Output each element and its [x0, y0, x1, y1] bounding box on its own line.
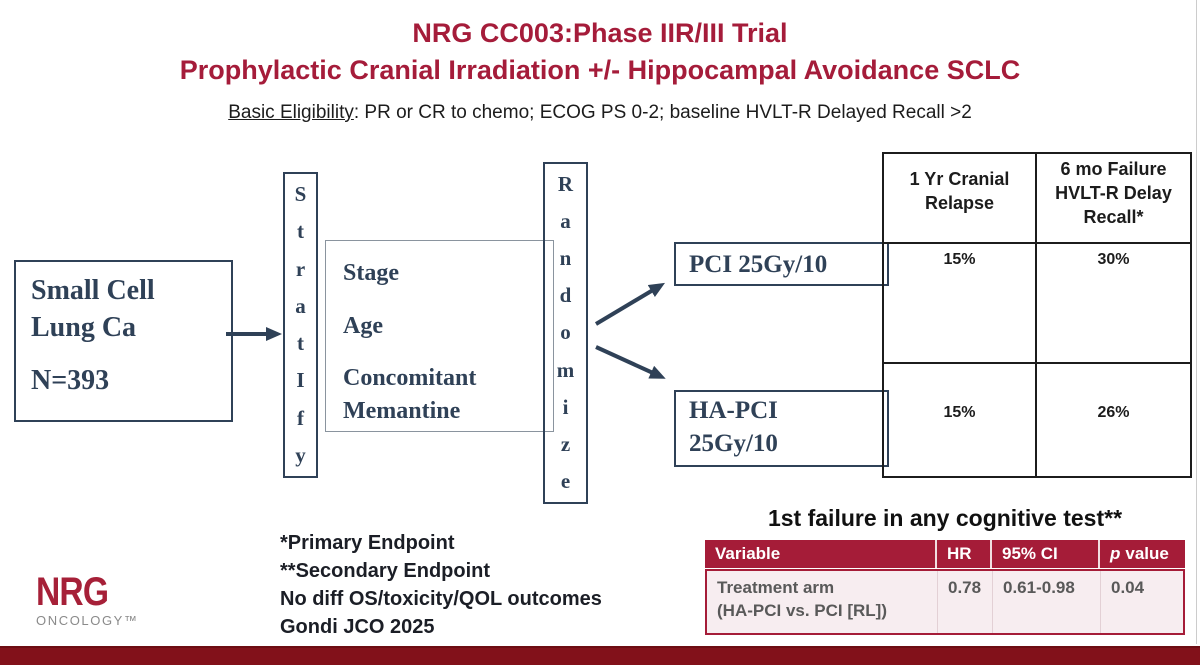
eligibility-label: Basic Eligibility: [228, 102, 354, 123]
nrg-oncology-logo: NRG ONCOLOGY™: [36, 572, 139, 628]
patient-line1: Small Cell: [31, 275, 155, 306]
arm-hapci-box: HA-PCI 25Gy/10: [674, 390, 889, 467]
arm-pci-label: PCI 25Gy/10: [689, 250, 828, 278]
bottom-bar: [0, 646, 1200, 665]
cognitive-table-row: Treatment arm (HA-PCI vs. PCI [RL]) 0.78…: [705, 569, 1185, 635]
outcome-table-row-divider: [884, 362, 1190, 364]
footnote-primary: *Primary Endpoint: [280, 532, 455, 554]
stratify-letter: S: [294, 182, 307, 207]
cognitive-row-pvalue: 0.04: [1100, 571, 1183, 633]
stratify-letter: I: [296, 368, 305, 393]
cognitive-variable-line1: Treatment arm: [717, 578, 835, 597]
arm-pci-box: PCI 25Gy/10: [674, 242, 889, 286]
stratify-letter: f: [297, 405, 304, 430]
outcome-table: 1 Yr Cranial Relapse 6 mo Failure HVLT-R…: [882, 152, 1192, 478]
stratify-letter: t: [297, 331, 304, 356]
randomize-letter: o: [560, 320, 571, 345]
outcome-col-header-hvlt: 6 mo Failure HVLT-R Delay Recall*: [1055, 159, 1172, 227]
patient-line2: Lung Ca: [31, 312, 137, 343]
randomize-letter: i: [562, 394, 569, 419]
randomize-letter: R: [557, 172, 574, 197]
randomize-bar: R a n d o m i z e: [543, 162, 588, 504]
cognitive-row-variable: Treatment arm (HA-PCI vs. PCI [RL]): [707, 571, 937, 633]
outcome-table-header-divider: [884, 242, 1190, 244]
factor-stage: Stage: [343, 260, 399, 286]
outcome-hapci-cranial-value: 15%: [943, 404, 976, 421]
arm-hapci-line2: 25Gy/10: [689, 430, 778, 457]
footnote-citation: Gondi JCO 2025: [280, 616, 435, 638]
outcome-pci-hvlt-value: 30%: [1097, 251, 1130, 268]
arrow-randomize-to-pci-icon: [594, 282, 666, 326]
footnote-secondary: **Secondary Endpoint: [280, 560, 491, 582]
cognitive-header-hr: HR: [935, 540, 990, 568]
randomize-letter: z: [560, 431, 571, 456]
factor-age: Age: [343, 313, 383, 339]
cognitive-header-p-rest: value: [1125, 544, 1169, 563]
footnote-no-diff: No diff OS/toxicity/QOL outcomes: [280, 588, 602, 610]
randomize-letter: m: [556, 357, 575, 382]
outcome-pci-cranial-value: 15%: [943, 251, 976, 268]
randomize-letter: e: [560, 468, 571, 493]
cognitive-header-p-italic: p: [1110, 544, 1121, 563]
cognitive-row-ci: 0.61-0.98: [992, 571, 1100, 633]
outcome-table-vertical-divider: [1035, 154, 1037, 476]
stratify-bar: S t r a t I f y: [283, 172, 318, 478]
factor-memantine: Memantine: [343, 398, 461, 424]
slide-title-line1: NRG CC003:Phase IIR/III Trial: [412, 18, 788, 48]
outcome-col-header-cranial: 1 Yr Cranial Relapse: [909, 169, 1010, 213]
stratify-letter: a: [295, 293, 306, 318]
slide-title-line2: Prophylactic Cranial Irradiation +/- Hip…: [179, 55, 1021, 85]
cognitive-table-title: 1st failure in any cognitive test**: [767, 505, 1123, 531]
randomize-letter: a: [560, 209, 571, 234]
logo-subtext: ONCOLOGY™: [36, 613, 139, 628]
arm-hapci-line1: HA-PCI: [689, 397, 778, 424]
cognitive-variable-line2: (HA-PCI vs. PCI [RL]): [717, 601, 887, 620]
stratify-letter: y: [295, 442, 306, 467]
patient-box: Small Cell Lung Ca N=393: [14, 260, 233, 422]
stratify-letter: r: [295, 256, 306, 281]
footnotes: *Primary Endpoint **Secondary Endpoint N…: [280, 529, 602, 641]
outcome-hapci-hvlt-value: 26%: [1097, 404, 1130, 421]
randomize-letter: n: [559, 246, 572, 271]
logo-wordmark: NRG: [36, 570, 109, 614]
eligibility-text: : PR or CR to chemo; ECOG PS 0-2; baseli…: [353, 102, 972, 123]
cognitive-header-ci: 95% CI: [990, 540, 1098, 568]
factor-concomitant: Concomitant: [343, 365, 477, 391]
patient-n: N=393: [31, 365, 110, 396]
slide-right-edge-line: [1196, 0, 1197, 644]
stratify-letter: t: [297, 219, 304, 244]
eligibility-note: Basic Eligibility: PR or CR to chemo; EC…: [0, 102, 1200, 124]
factors-box: Stage Age Concomitant Memantine: [325, 240, 554, 432]
cognitive-row-hr: 0.78: [937, 571, 992, 633]
cognitive-header-variable: Variable: [715, 544, 781, 563]
arrow-randomize-to-hapci-icon: [595, 345, 666, 379]
slide-title: NRG CC003:Phase IIR/III Trial Prophylact…: [0, 15, 1200, 89]
randomize-letter: d: [559, 283, 572, 308]
